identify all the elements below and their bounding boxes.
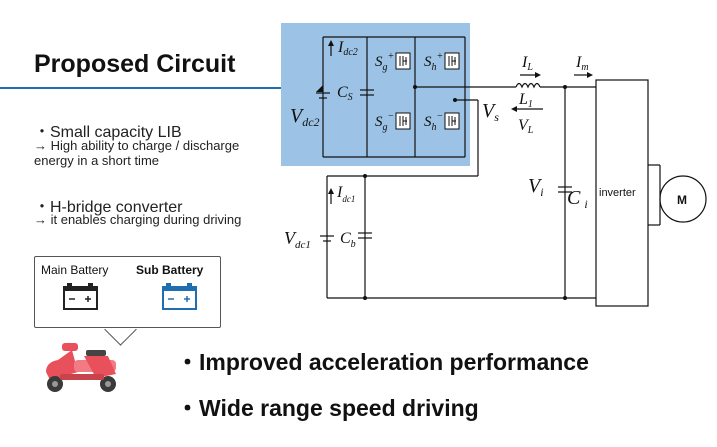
idc2-label: Idc2 (337, 39, 358, 58)
sg-minus-label: Sg− (375, 111, 394, 133)
idc1-label: Idc1 (336, 184, 355, 204)
main-battery-label: Main Battery (41, 263, 109, 277)
bullet-lib-heading: ・Small capacity LIB (34, 124, 182, 141)
sh-plus-label: Sh+ (424, 51, 443, 73)
cb-label: Cb (340, 230, 356, 250)
vi-label: Vi (528, 175, 544, 199)
il-label: IL (521, 54, 533, 73)
im-label: Im (575, 54, 589, 73)
page-title: Proposed Circuit (34, 50, 236, 78)
sg-plus-label: Sg+ (375, 51, 394, 73)
benefit-acceleration: ・Improved acceleration performance (176, 349, 589, 375)
main-battery-icon (63, 283, 98, 310)
hbridge-block (281, 23, 470, 166)
vl-label: VL (518, 117, 534, 136)
bullet-lib-detail: → High ability to charge / discharge ene… (34, 138, 240, 168)
vdc2-label: Vdc2 (290, 105, 320, 129)
bullet-hbridge-detail: → it enables charging during driving (34, 212, 242, 227)
inverter-label: inverter (599, 187, 636, 199)
title-connector-line (0, 87, 292, 89)
bullet-hbridge-heading: ・H-bridge converter (34, 199, 183, 216)
battery-callout (34, 256, 221, 328)
sub-battery-icon (162, 283, 197, 310)
vs-label: Vs (482, 100, 499, 124)
sh-minus-label: Sh− (424, 111, 443, 133)
benefit-speed-range: ・Wide range speed driving (176, 395, 479, 421)
motor-label: M (677, 193, 687, 207)
cs-label: CS (337, 84, 353, 103)
sub-battery-label: Sub Battery (136, 263, 204, 277)
vdc1-label: Vdc1 (284, 228, 311, 251)
scooter-icon (46, 343, 116, 392)
l1-label: L1 (518, 91, 533, 110)
